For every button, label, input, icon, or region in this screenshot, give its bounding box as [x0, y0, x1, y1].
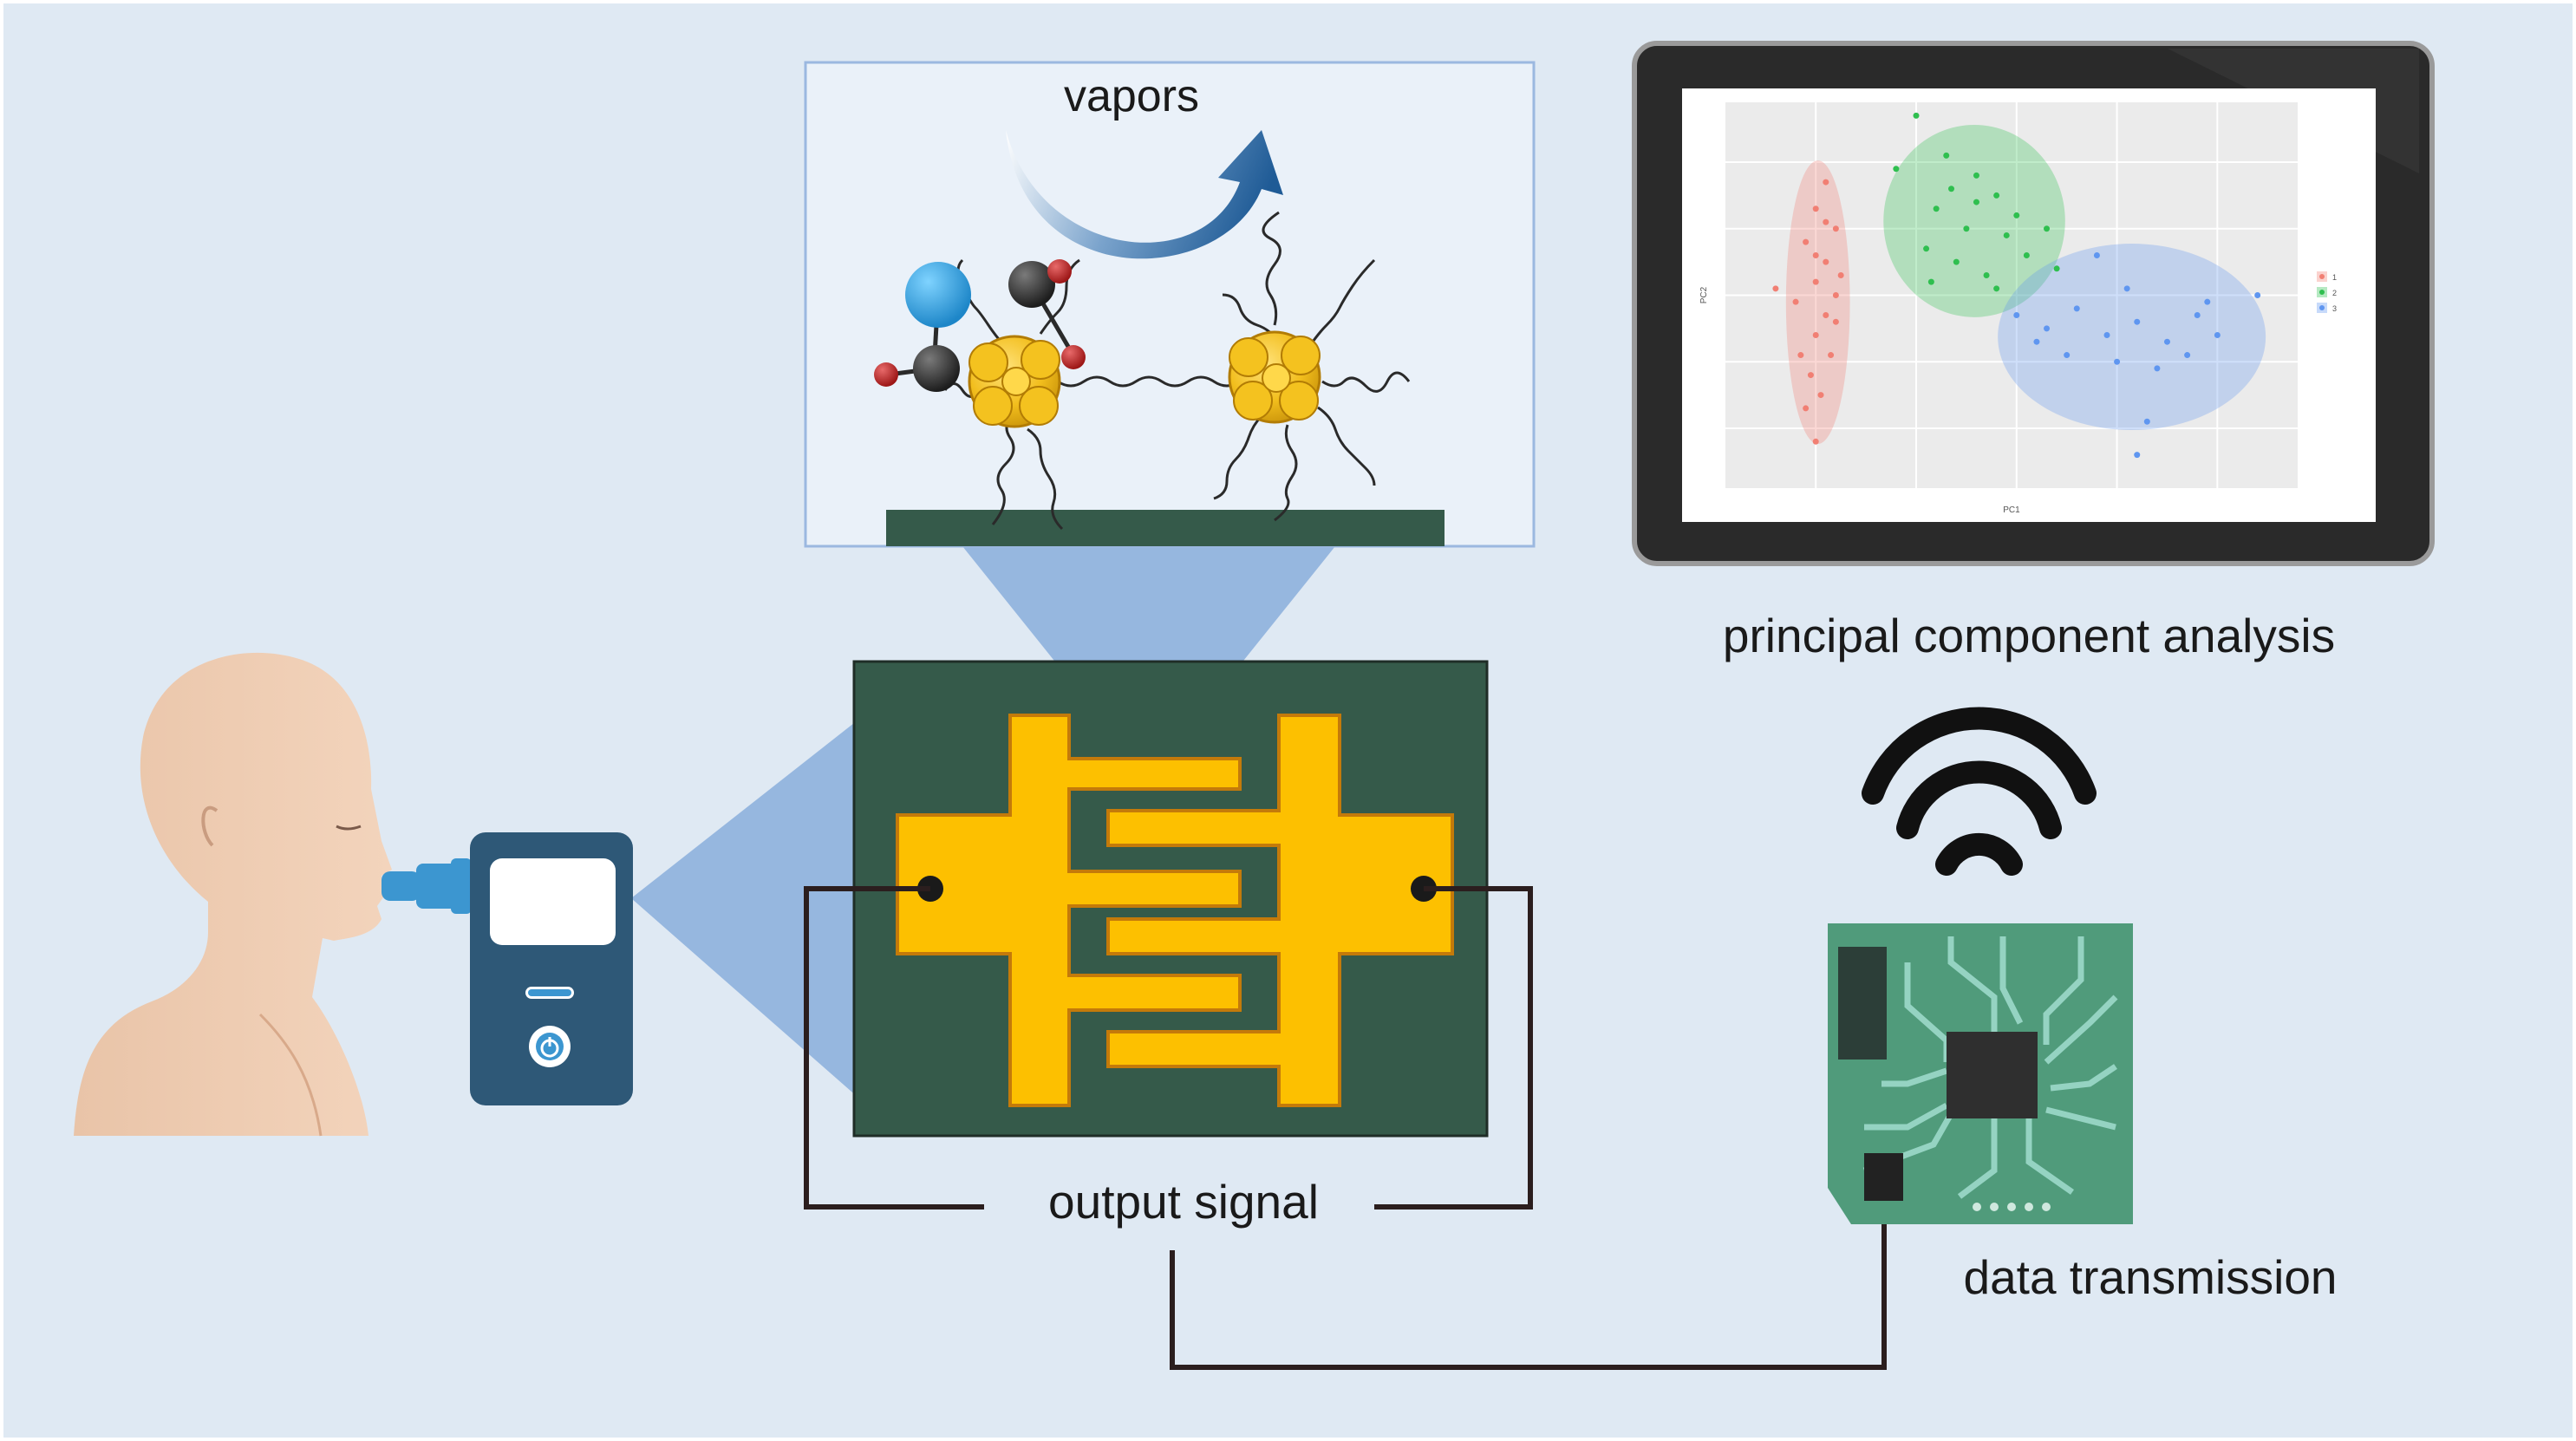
data-point-1	[1792, 298, 1799, 305]
tablet-icon: PC1 PC2 1 2 3	[1632, 41, 2435, 566]
data-point-3	[2073, 305, 2080, 312]
data-point-1	[1803, 405, 1810, 412]
legend-key	[2319, 290, 2325, 295]
data-point-2	[1993, 192, 2000, 199]
sensor-chip	[852, 660, 1489, 1138]
molecule-icon	[1008, 259, 1086, 369]
data-point-2	[2044, 225, 2051, 232]
data-point-2	[1953, 258, 1960, 265]
data-point-3	[2013, 312, 2020, 319]
data-point-1	[1837, 271, 1844, 278]
data-point-3	[2134, 318, 2141, 325]
legend-key	[2319, 274, 2325, 279]
connector-port	[1864, 1153, 1903, 1201]
output-signal-label: output signal	[1048, 1175, 1319, 1229]
circuit-board-icon	[1828, 923, 2133, 1224]
data-point-2	[1963, 225, 1970, 232]
interdigitated-electrodes	[896, 714, 1454, 1107]
data-point-1	[1828, 352, 1835, 359]
data-point-2	[2023, 251, 2030, 258]
data-point-1	[1832, 225, 1839, 232]
data-point-3	[2143, 418, 2150, 425]
data-point-3	[2114, 358, 2121, 365]
data-point-3	[2163, 338, 2170, 345]
data-point-2	[1948, 186, 1955, 192]
data-point-2	[1927, 278, 1934, 285]
data-point-1	[1812, 278, 1819, 285]
data-point-1	[1832, 318, 1839, 325]
data-point-1	[1823, 218, 1829, 225]
y-axis-label: PC2	[1699, 286, 1709, 303]
data-point-1	[1812, 332, 1819, 339]
data-point-1	[1772, 285, 1779, 292]
data-point-2	[1983, 271, 1990, 278]
data-point-2	[1923, 245, 1930, 252]
breathalyzer-device-icon	[382, 832, 633, 1105]
data-point-2	[1943, 152, 1950, 159]
legend-label: 3	[2332, 304, 2337, 313]
cluster-ellipse-2	[1883, 124, 2065, 317]
data-point-1	[1812, 251, 1819, 258]
substrate	[886, 510, 1445, 546]
data-point-3	[2254, 292, 2261, 298]
data-point-1	[1812, 205, 1819, 212]
data-point-3	[2154, 365, 2161, 372]
data-point-2	[1913, 112, 1920, 119]
data-transmission-label: data transmission	[1963, 1250, 2337, 1304]
data-point-2	[1973, 172, 1979, 179]
data-point-3	[2123, 285, 2130, 292]
data-point-2	[1993, 285, 2000, 292]
data-point-3	[2204, 298, 2211, 305]
data-point-3	[2214, 332, 2221, 339]
device-screen	[490, 858, 616, 945]
data-point-2	[2003, 231, 2010, 238]
data-point-3	[2044, 325, 2051, 332]
gold-nanoparticle-icon	[968, 335, 1061, 428]
data-point-1	[1807, 372, 1814, 379]
data-point-2	[2053, 265, 2060, 272]
power-icon	[529, 1026, 571, 1067]
data-point-2	[1973, 199, 1979, 205]
person-head-icon	[74, 652, 392, 1137]
vapor-arrow-icon	[1006, 130, 1283, 259]
data-point-2	[1933, 205, 1940, 212]
cluster-ellipse-1	[1785, 160, 1850, 444]
molecule-icon	[874, 262, 971, 392]
vapors-label: vapors	[1064, 71, 1199, 121]
output-signal-wires	[804, 886, 1887, 1370]
mouthpiece	[382, 871, 421, 901]
nanoparticle-inset: vapors	[804, 61, 1536, 548]
wifi-icon	[1862, 707, 2097, 876]
data-point-1	[1803, 238, 1810, 245]
data-point-1	[1812, 438, 1819, 445]
data-point-1	[1832, 292, 1839, 298]
data-point-2	[2013, 212, 2020, 218]
data-point-3	[2184, 352, 2191, 359]
data-point-3	[2134, 452, 2141, 459]
x-axis-label: PC1	[2003, 505, 2020, 515]
data-point-1	[1797, 352, 1804, 359]
legend-key	[2319, 305, 2325, 310]
data-point-3	[2103, 332, 2110, 339]
data-point-3	[2064, 352, 2071, 359]
gold-nanoparticle-icon	[1228, 330, 1321, 424]
microcontroller	[1947, 1032, 2038, 1118]
chip-module	[1838, 947, 1887, 1060]
legend-label: 2	[2332, 289, 2337, 297]
legend-label: 1	[2332, 273, 2337, 282]
projection-beam-device	[631, 720, 858, 1098]
data-point-3	[2093, 251, 2100, 258]
data-point-3	[2033, 338, 2040, 345]
data-point-1	[1823, 179, 1829, 186]
data-point-3	[2194, 312, 2201, 319]
pca-scatter-plot: PC1 PC2 1 2 3	[1699, 102, 2337, 515]
data-point-1	[1823, 312, 1829, 319]
cluster-ellipse-3	[1998, 244, 2266, 431]
data-point-2	[1893, 166, 1900, 173]
data-point-1	[1817, 392, 1824, 399]
pca-label: principal component analysis	[1723, 609, 2335, 662]
data-point-1	[1823, 258, 1829, 265]
